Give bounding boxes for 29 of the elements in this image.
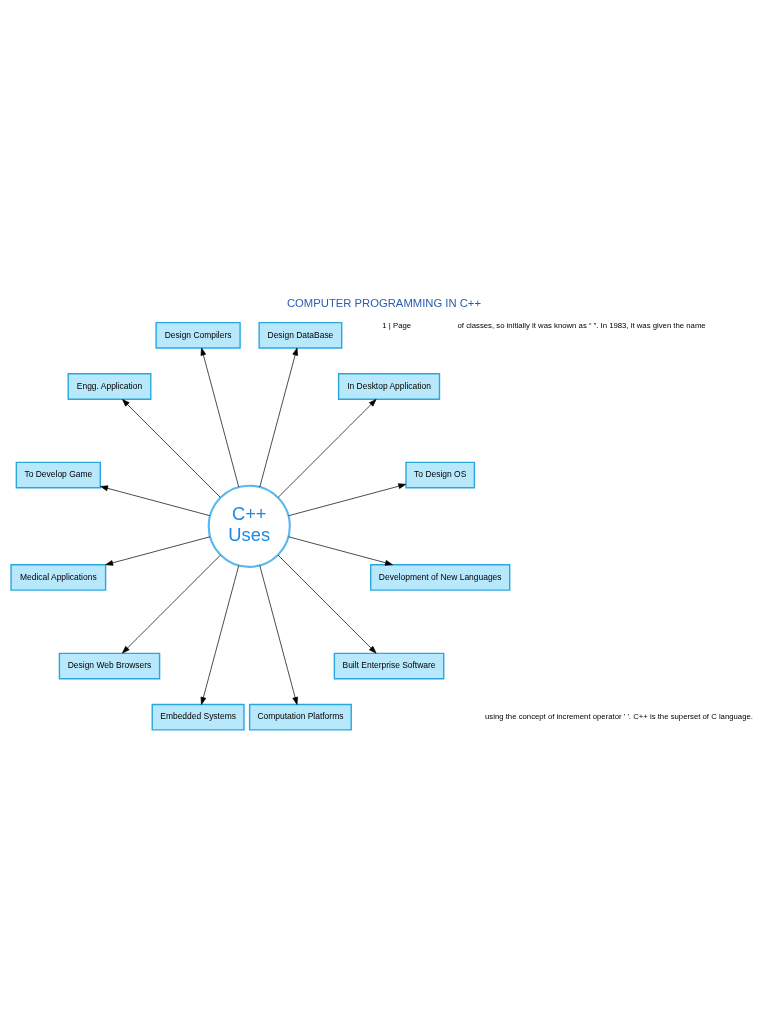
node-circle: C++ Uses	[207, 484, 291, 568]
node-box: Design DataBase	[258, 321, 343, 349]
node-box: To Design OS	[405, 461, 476, 488]
node-box: Embedded Systems	[151, 703, 245, 731]
diagram-title: COMPUTER PROGRAMMING IN C++	[286, 296, 482, 309]
node-box: Development of New Languages	[370, 563, 511, 591]
node-box: Computation Platforms	[248, 703, 352, 731]
arrow	[277, 554, 377, 653]
node-box: Medical Applications	[10, 563, 107, 591]
arrow	[122, 554, 221, 653]
node-box: To Develop Game	[15, 461, 101, 488]
arrow	[200, 347, 240, 487]
arrow	[288, 535, 393, 566]
node-box: Built Enterprise Software	[333, 652, 445, 679]
arrow	[122, 398, 221, 498]
arrow	[288, 482, 407, 516]
arrow	[200, 564, 240, 705]
arrow	[259, 564, 298, 705]
arrow	[100, 485, 211, 516]
label: of classes, so initially it was known as “ ”. In 1983, it was given the name	[457, 320, 706, 330]
arrow	[259, 347, 298, 487]
node-box: Design Compilers	[155, 321, 241, 349]
node-box: In Desktop Application	[337, 372, 441, 400]
label: 1 | Page	[382, 320, 412, 330]
label: using the concept of increment operator ' '. C++ is the superset of C language.	[485, 711, 753, 721]
node-box: Design Web Browsers	[58, 652, 161, 679]
arrow	[277, 398, 377, 498]
arrow	[105, 535, 211, 566]
node-box: Engg. Application	[67, 372, 152, 400]
